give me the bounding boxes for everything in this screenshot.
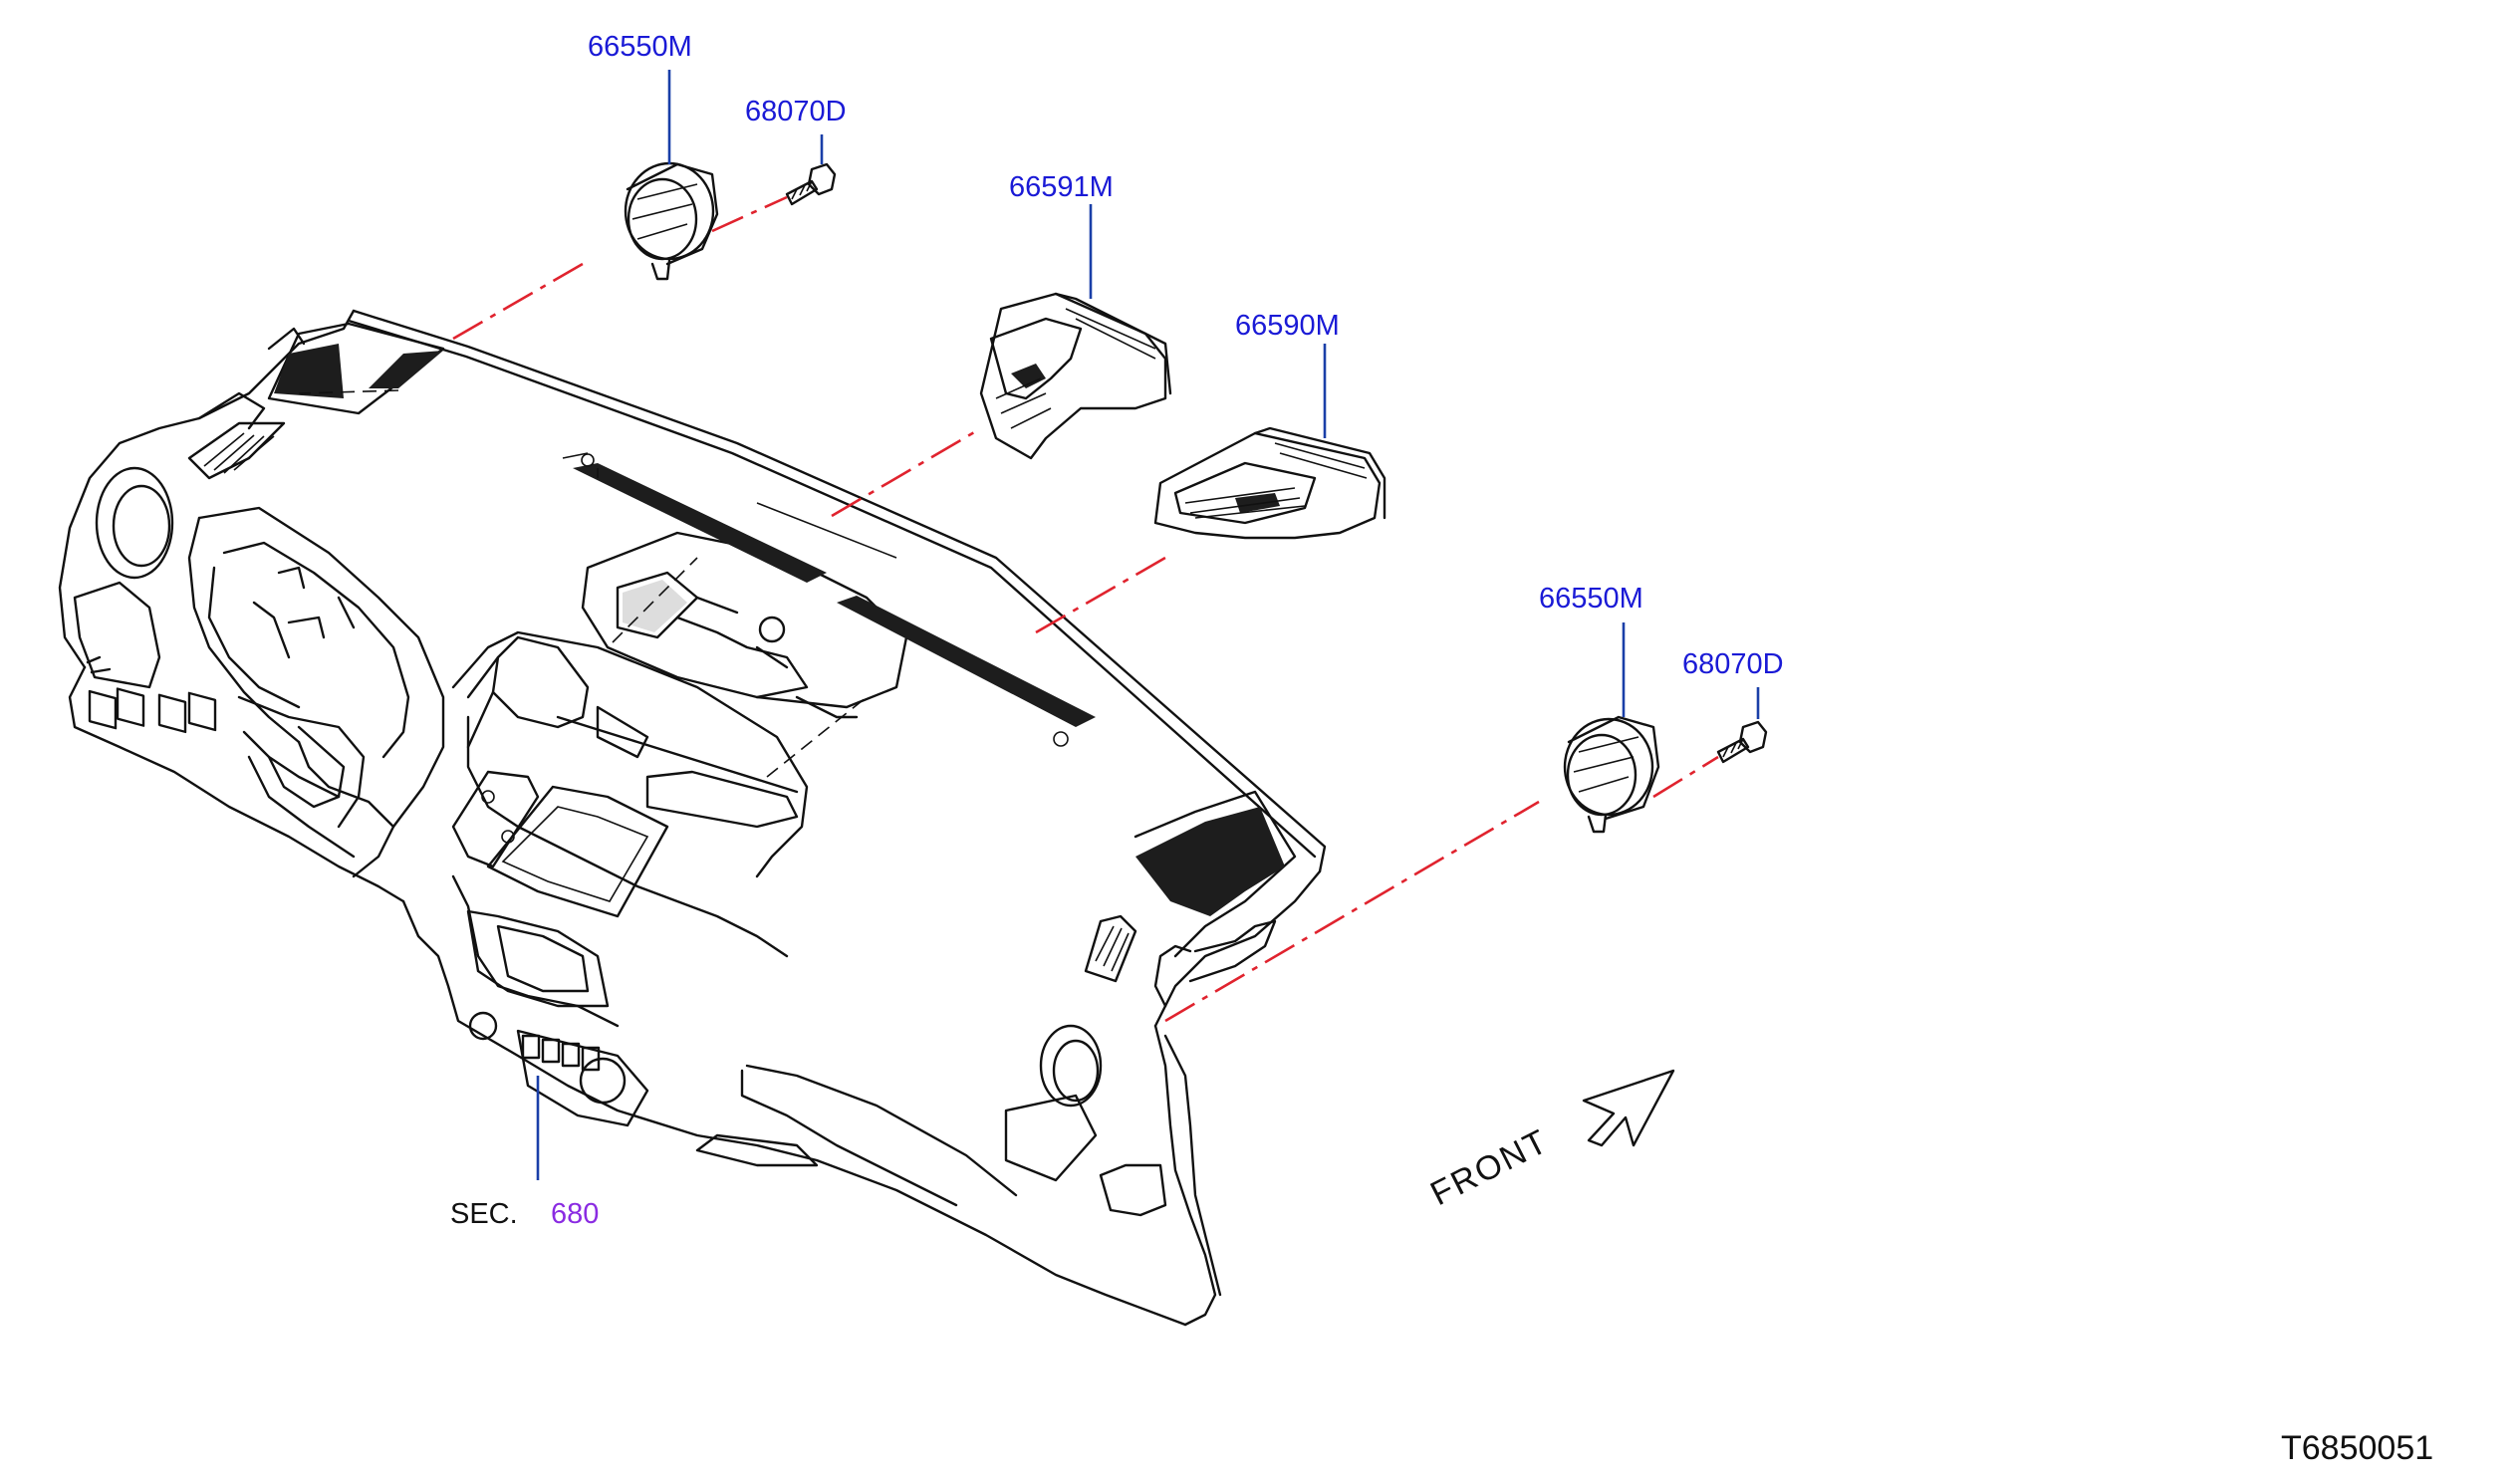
section-number-link[interactable]: 680 [551,1198,600,1230]
part-label-screw-right: 68070D [1682,648,1784,680]
part-label-center-vent-lower: 66590M [1235,310,1340,342]
part-label-center-vent-upper: 66591M [1009,171,1114,203]
screw-left-drawing [785,162,837,206]
section-prefix: SEC. [450,1198,518,1230]
vent-grille-right-drawing [1563,715,1660,834]
part-label-vent-grille-left: 66550M [588,31,692,63]
drawing-code: T6850051 [2281,1429,2434,1467]
center-vent-upper-drawing [979,292,1172,460]
center-vent-lower-drawing [1153,426,1386,540]
center-display [486,785,669,918]
defrost-slot-right [837,596,1096,727]
part-label-vent-grille-right: 66550M [1539,583,1643,615]
screw-right-drawing [1716,720,1768,764]
assembly-lines [452,195,1719,1023]
vent-grille-left-drawing [624,161,719,281]
right-end-vent-hatch [1135,807,1285,916]
left-switch-bank [88,687,217,734]
front-arrow-icon [1582,1069,1675,1147]
instrument-panel [58,309,1327,1327]
defrost-slot-left [573,463,827,583]
part-label-screw-left: 68070D [745,96,847,127]
leader-lines [536,70,1760,1180]
